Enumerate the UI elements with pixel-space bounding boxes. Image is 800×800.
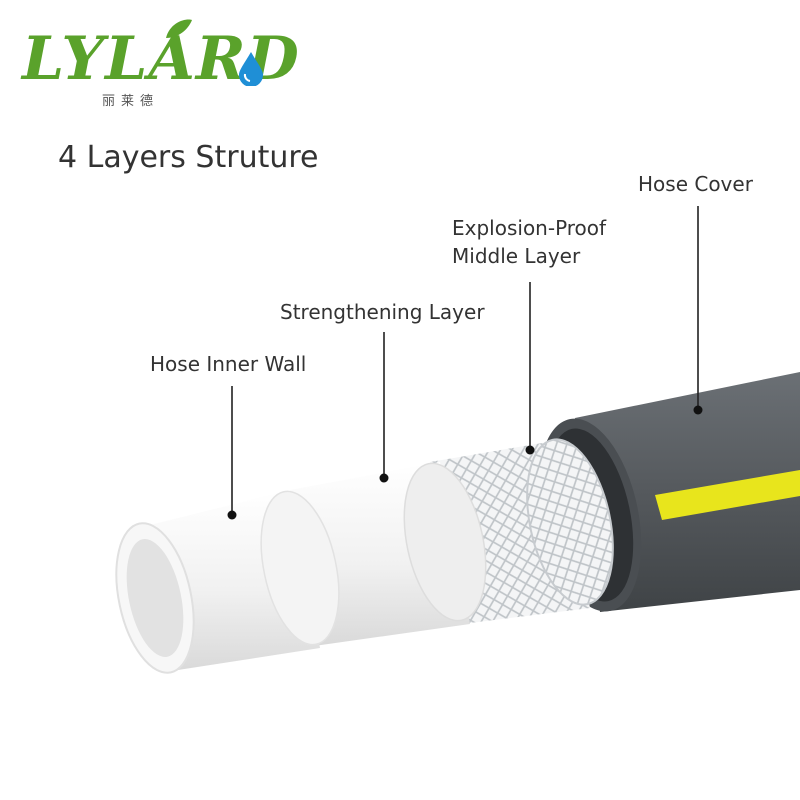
label-strengthening-layer: Strengthening Layer <box>280 300 485 324</box>
leader-dot-strengthening-layer <box>379 473 389 483</box>
leader-dot-inner-wall <box>227 510 237 520</box>
brand-chinese-name: 丽莱德 <box>102 94 160 109</box>
leaf-icon <box>166 19 192 38</box>
leader-dot-hose-cover <box>693 405 703 415</box>
water-drop-icon <box>239 52 263 86</box>
label-middle-layer-line2: Middle Layer <box>452 244 581 268</box>
label-hose-cover: Hose Cover <box>638 172 753 196</box>
label-middle-layer: Explosion-Proof Middle Layer <box>452 214 606 270</box>
leader-dot-middle-layer <box>525 445 535 455</box>
hose-stripe <box>655 470 800 520</box>
hose-inner-wall <box>115 490 340 674</box>
label-inner-wall: Hose Inner Wall <box>150 352 307 376</box>
label-middle-layer-line1: Explosion-Proof <box>452 216 607 240</box>
brand-logo: LYLARD 丽莱德 <box>22 18 299 109</box>
leader-lines <box>227 206 703 520</box>
diagram-title: 4 Layers Struture <box>58 140 319 175</box>
